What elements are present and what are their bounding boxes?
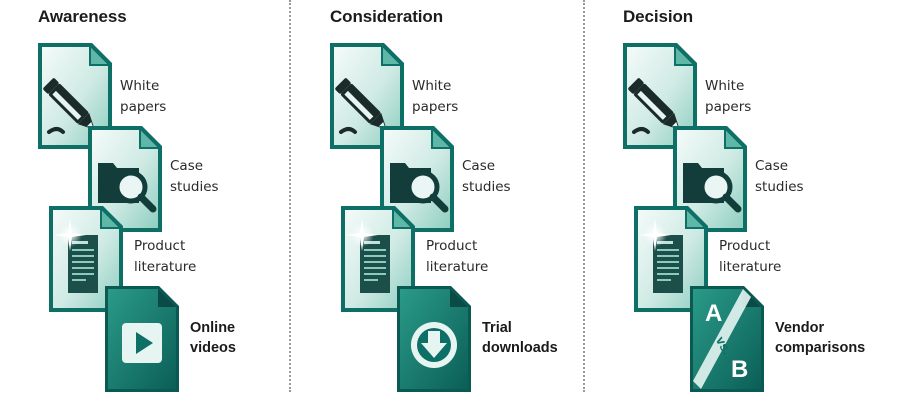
play-icon [105,286,179,392]
magnifier-icon [380,126,454,232]
white-papers-document [622,42,698,150]
column-decision: Decision White papers [585,0,865,418]
case-studies-label: Case studies [462,158,511,195]
white-papers-document [37,42,113,150]
product-literature-document [48,205,124,313]
b-letter: B [731,356,748,383]
product-literature-label: Product literature [426,238,489,275]
column-title: Consideration [330,7,443,26]
case-studies-label: Case studies [170,158,219,195]
trial-downloads-document [396,285,472,393]
product-literature-document [340,205,416,313]
page-star-icon [341,206,415,312]
product-literature-label: Product literature [719,238,782,275]
online-videos-document [104,285,180,393]
case-studies-document [672,125,748,233]
white-papers-document [329,42,405,150]
case-studies-document [87,125,163,233]
vendor-comparisons-label: Vendor comparisons [775,320,866,356]
product-literature-document [633,205,709,313]
product-literature-label: Product literature [134,238,197,275]
column-title: Awareness [38,7,127,26]
pencil-icon [38,43,112,149]
column-title: Decision [623,7,694,26]
column-divider [289,0,291,392]
column-divider [583,0,585,392]
page-star-icon [49,206,123,312]
online-videos-label: Online videos [190,320,236,356]
white-papers-label: White papers [120,78,167,115]
trial-downloads-label: Trial downloads [482,320,558,356]
magnifier-icon [88,126,162,232]
case-studies-document [379,125,455,233]
download-icon [397,286,471,392]
white-papers-label: White papers [412,78,459,115]
a-vs-b-icon: A vs. B [690,286,764,392]
white-papers-label: White papers [705,78,752,115]
pencil-icon [330,43,404,149]
pencil-icon [623,43,697,149]
case-studies-label: Case studies [755,158,804,195]
a-letter: A [705,300,722,327]
vendor-comparisons-document: A vs. B [689,285,765,393]
page-star-icon [634,206,708,312]
magnifier-icon [673,126,747,232]
column-consideration: Consideration White papers [292,0,572,418]
column-awareness: Awareness White papers [0,0,280,418]
